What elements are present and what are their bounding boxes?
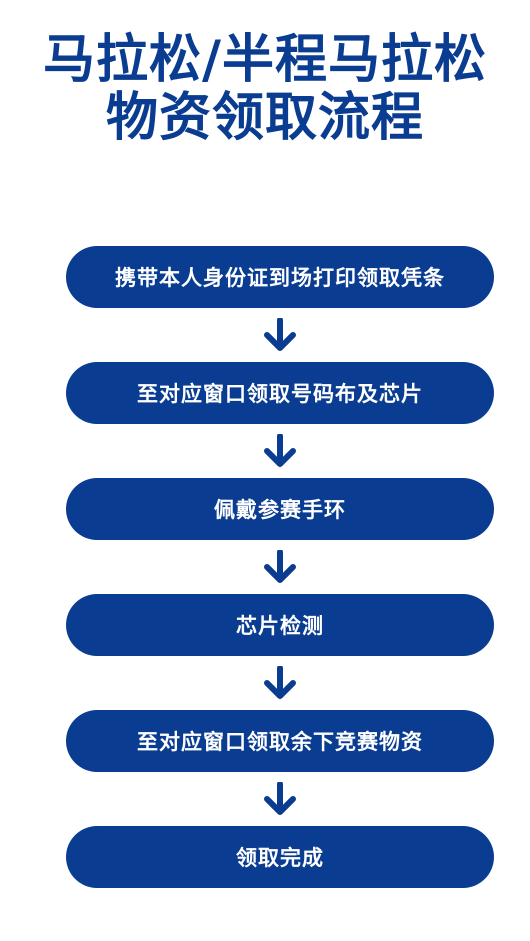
arrow-down-icon [66, 540, 494, 594]
step-2: 至对应窗口领取号码布及芯片 [66, 362, 494, 424]
page-title-line-1: 马拉松/半程马拉松 [43, 30, 487, 90]
step-3: 佩戴参赛手环 [66, 478, 494, 540]
arrow-down-icon [66, 424, 494, 478]
page-title-line-2: 物资领取流程 [105, 88, 424, 148]
arrow-down-icon [66, 656, 494, 710]
step-1: 携带本人身份证到场打印领取凭条 [66, 246, 494, 308]
step-6: 领取完成 [66, 826, 494, 888]
step-5: 至对应窗口领取余下竞赛物资 [66, 710, 494, 772]
arrow-down-icon [66, 308, 494, 362]
process-flow: 携带本人身份证到场打印领取凭条 至对应窗口领取号码布及芯片 佩戴参赛手环 芯片检… [66, 246, 494, 888]
step-4: 芯片检测 [66, 594, 494, 656]
arrow-down-icon [66, 772, 494, 826]
